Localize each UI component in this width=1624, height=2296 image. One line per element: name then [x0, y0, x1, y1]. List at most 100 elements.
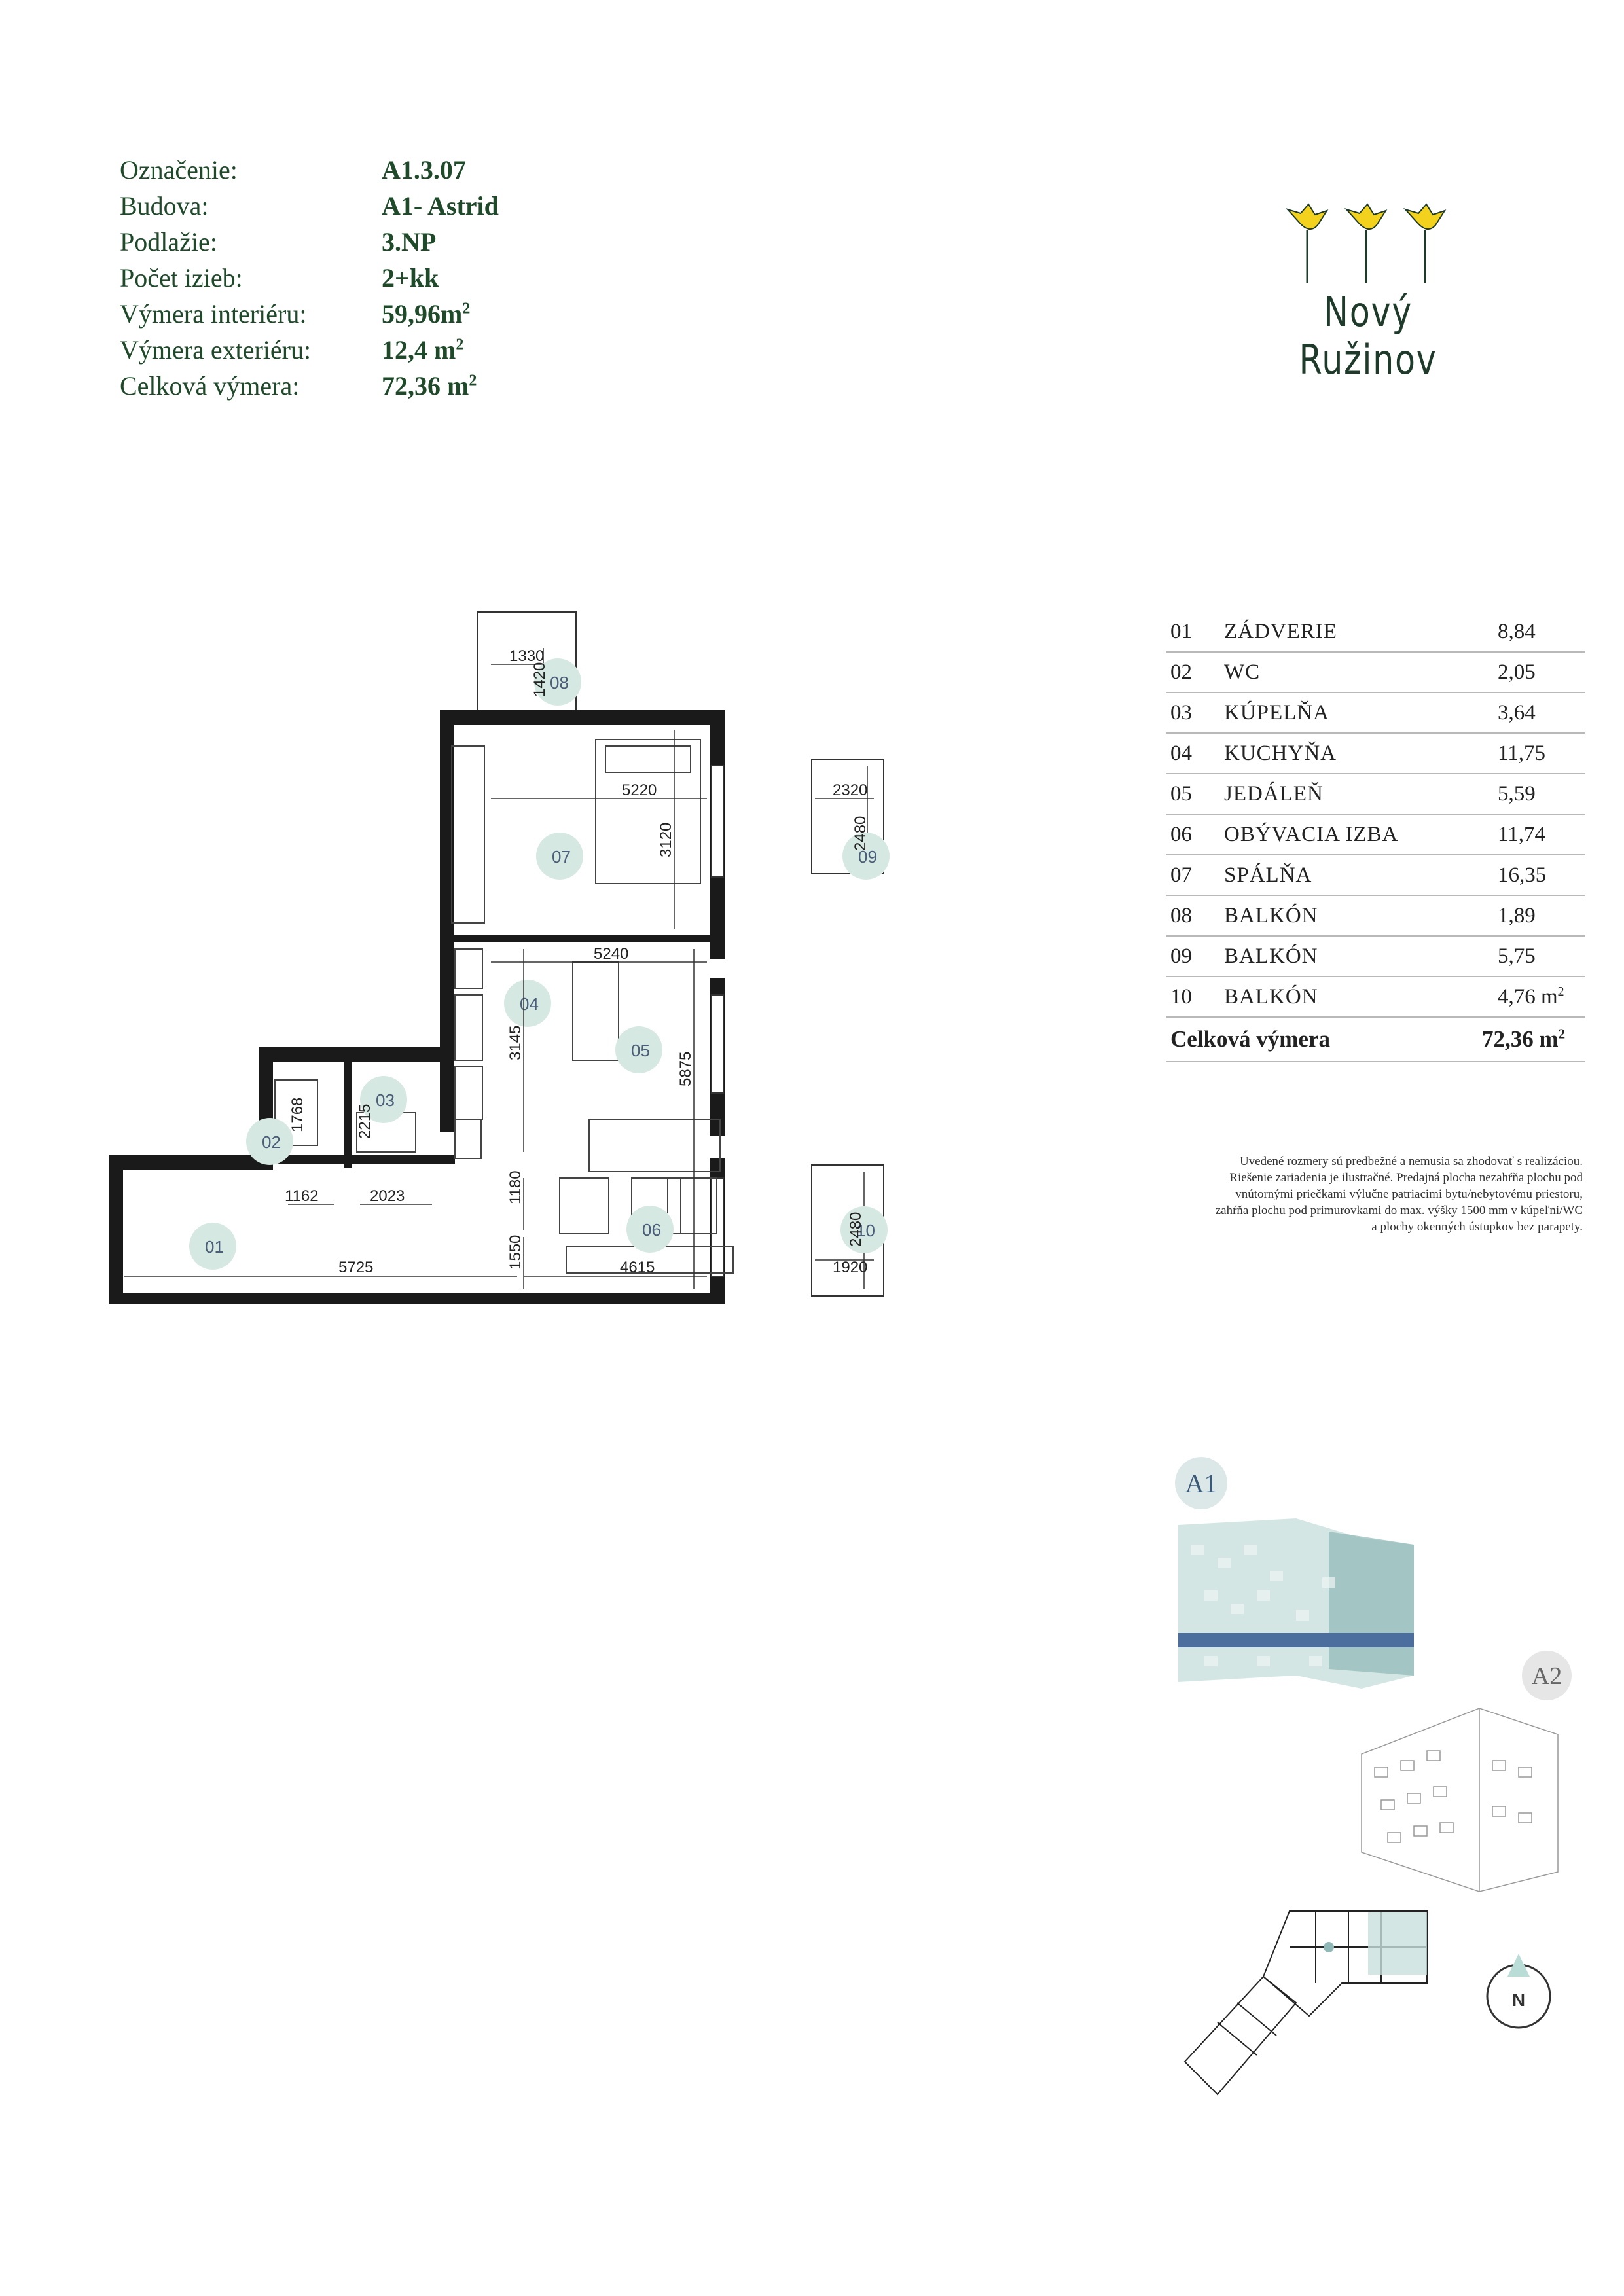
- dimension-label: 1768: [289, 1098, 306, 1132]
- unit-superscript: 2: [1558, 1026, 1566, 1042]
- room-label: 01: [205, 1237, 224, 1257]
- room-name: BALKÓN: [1224, 985, 1318, 1009]
- room-row: 06 OBÝVACIA IZBA 11,74: [1166, 815, 1585, 855]
- disclaimer-note: Uvedené rozmery sú predbežné a nemusia s…: [1106, 1153, 1583, 1235]
- note-line: a plochy okenných ústupkov bez parapety.: [1371, 1220, 1583, 1234]
- room-area: 8,84: [1498, 620, 1536, 643]
- dimension-label: 1920: [833, 1259, 867, 1276]
- room-number: 06: [1170, 823, 1192, 846]
- room-label: 07: [552, 847, 571, 867]
- room-area-text: 4,76 m: [1498, 985, 1558, 1009]
- info-value: 59,96m2: [382, 296, 470, 332]
- unit-superscript: 2: [469, 372, 477, 389]
- room-number: 01: [1170, 620, 1192, 643]
- note-line: zahŕňa plochu pod primurovkami do max. v…: [1215, 1204, 1583, 1217]
- dimension-label: 1330: [509, 647, 544, 665]
- dimension-label: 2480: [847, 1212, 865, 1247]
- room-number: 02: [1170, 660, 1192, 684]
- room-name: SPÁLŇA: [1224, 863, 1312, 887]
- room-name: ZÁDVERIE: [1224, 620, 1337, 643]
- room-number: 08: [1170, 904, 1192, 927]
- room-label: 05: [631, 1041, 650, 1060]
- info-label: Výmera interiéru:: [120, 299, 307, 329]
- room-area: 4,76 m2: [1498, 977, 1564, 1016]
- dimension-label: 5875: [677, 1052, 695, 1086]
- info-label: Budova:: [120, 191, 209, 221]
- unit-superscript: 2: [462, 300, 471, 317]
- dimension-label: 1162: [285, 1187, 319, 1205]
- building-a2-illustration: A2: [1361, 1651, 1572, 1892]
- building-a1-label: A1: [1185, 1469, 1218, 1498]
- room-name: OBÝVACIA IZBA: [1224, 823, 1399, 846]
- info-value-text: 72,36 m: [382, 371, 469, 401]
- north-arrow-icon: N: [1486, 1954, 1551, 2029]
- tulip-icon: [1285, 203, 1447, 283]
- info-label: Označenie:: [120, 155, 238, 185]
- info-value: 12,4 m2: [382, 332, 463, 368]
- info-value: 3.NP: [382, 227, 437, 257]
- room-area: 5,59: [1498, 782, 1536, 806]
- dimension-label: 2215: [356, 1104, 374, 1139]
- dimension-label: 5220: [622, 781, 657, 799]
- building-a2-label: A2: [1532, 1662, 1562, 1690]
- room-row: 03 KÚPELŇA 3,64: [1166, 693, 1585, 734]
- room-label: 04: [520, 994, 539, 1014]
- dimension-label: 2023: [370, 1187, 405, 1205]
- dimension-label: 5240: [594, 945, 628, 963]
- room-number: 10: [1170, 985, 1192, 1009]
- room-label: 09: [858, 847, 877, 867]
- room-row: 05 JEDÁLEŇ 5,59: [1166, 774, 1585, 815]
- room-number: 05: [1170, 782, 1192, 806]
- dimension-label: 1420: [531, 662, 549, 697]
- info-label: Výmera exteriéru:: [120, 335, 312, 365]
- unit-superscript: 2: [1557, 984, 1564, 999]
- room-number: 03: [1170, 701, 1192, 725]
- dimension-label: 2480: [852, 816, 869, 851]
- room-row: 01 ZÁDVERIE 8,84: [1166, 612, 1585, 653]
- dimension-label: 3120: [657, 823, 675, 857]
- room-number: 07: [1170, 863, 1192, 887]
- brand-logo: Nový Ružinov: [1244, 196, 1492, 384]
- dimension-label: 1180: [507, 1170, 524, 1204]
- info-label: Počet izieb:: [120, 263, 243, 293]
- info-value-text: 59,96m: [382, 299, 463, 329]
- total-value: 72,36 m2: [1482, 1018, 1565, 1061]
- room-name: JEDÁLEŇ: [1224, 782, 1324, 806]
- total-label: Celková výmera: [1170, 1026, 1330, 1052]
- building-a1-illustration: A1: [1175, 1457, 1414, 1689]
- room-area: 1,89: [1498, 904, 1536, 927]
- room-area: 16,35: [1498, 863, 1547, 887]
- info-value-text: 12,4 m: [382, 335, 456, 365]
- room-label: 06: [642, 1220, 661, 1240]
- dimension-label: 2320: [833, 781, 867, 799]
- note-line: vnútornými priečkami výlučne patriacimi …: [1235, 1187, 1583, 1201]
- unit-superscript: 2: [456, 336, 464, 353]
- room-name: KUCHYŇA: [1224, 742, 1337, 765]
- note-line: Uvedené rozmery sú predbežné a nemusia s…: [1239, 1155, 1583, 1168]
- info-value: 72,36 m2: [382, 368, 477, 404]
- info-value: 2+kk: [382, 263, 439, 293]
- note-line: Riešenie zariadenia je ilustračné. Preda…: [1229, 1171, 1583, 1185]
- dimension-label: 1550: [507, 1235, 524, 1270]
- room-area: 11,74: [1498, 823, 1546, 846]
- dimension-label: 4615: [620, 1259, 655, 1276]
- north-label: N: [1512, 1990, 1525, 2010]
- info-value: A1.3.07: [382, 155, 466, 185]
- room-area: 5,75: [1498, 944, 1536, 968]
- info-label: Celková výmera:: [120, 371, 300, 401]
- room-label: 03: [376, 1090, 395, 1110]
- total-row: Celková výmera 72,36 m2: [1166, 1018, 1585, 1062]
- room-label: 08: [550, 673, 569, 692]
- room-name: KÚPELŇA: [1224, 701, 1329, 725]
- site-plan: [1183, 1910, 1428, 2096]
- logo-text: Nový Ružinov: [1299, 288, 1437, 384]
- room-row: 07 SPÁLŇA 16,35: [1166, 855, 1585, 896]
- room-area: 3,64: [1498, 701, 1536, 725]
- room-area: 11,75: [1498, 742, 1546, 765]
- total-value-text: 72,36 m: [1482, 1026, 1559, 1052]
- floor-plan: 01 02 03 04 05 06 07 08 09 10 1330 1420 …: [109, 611, 890, 1304]
